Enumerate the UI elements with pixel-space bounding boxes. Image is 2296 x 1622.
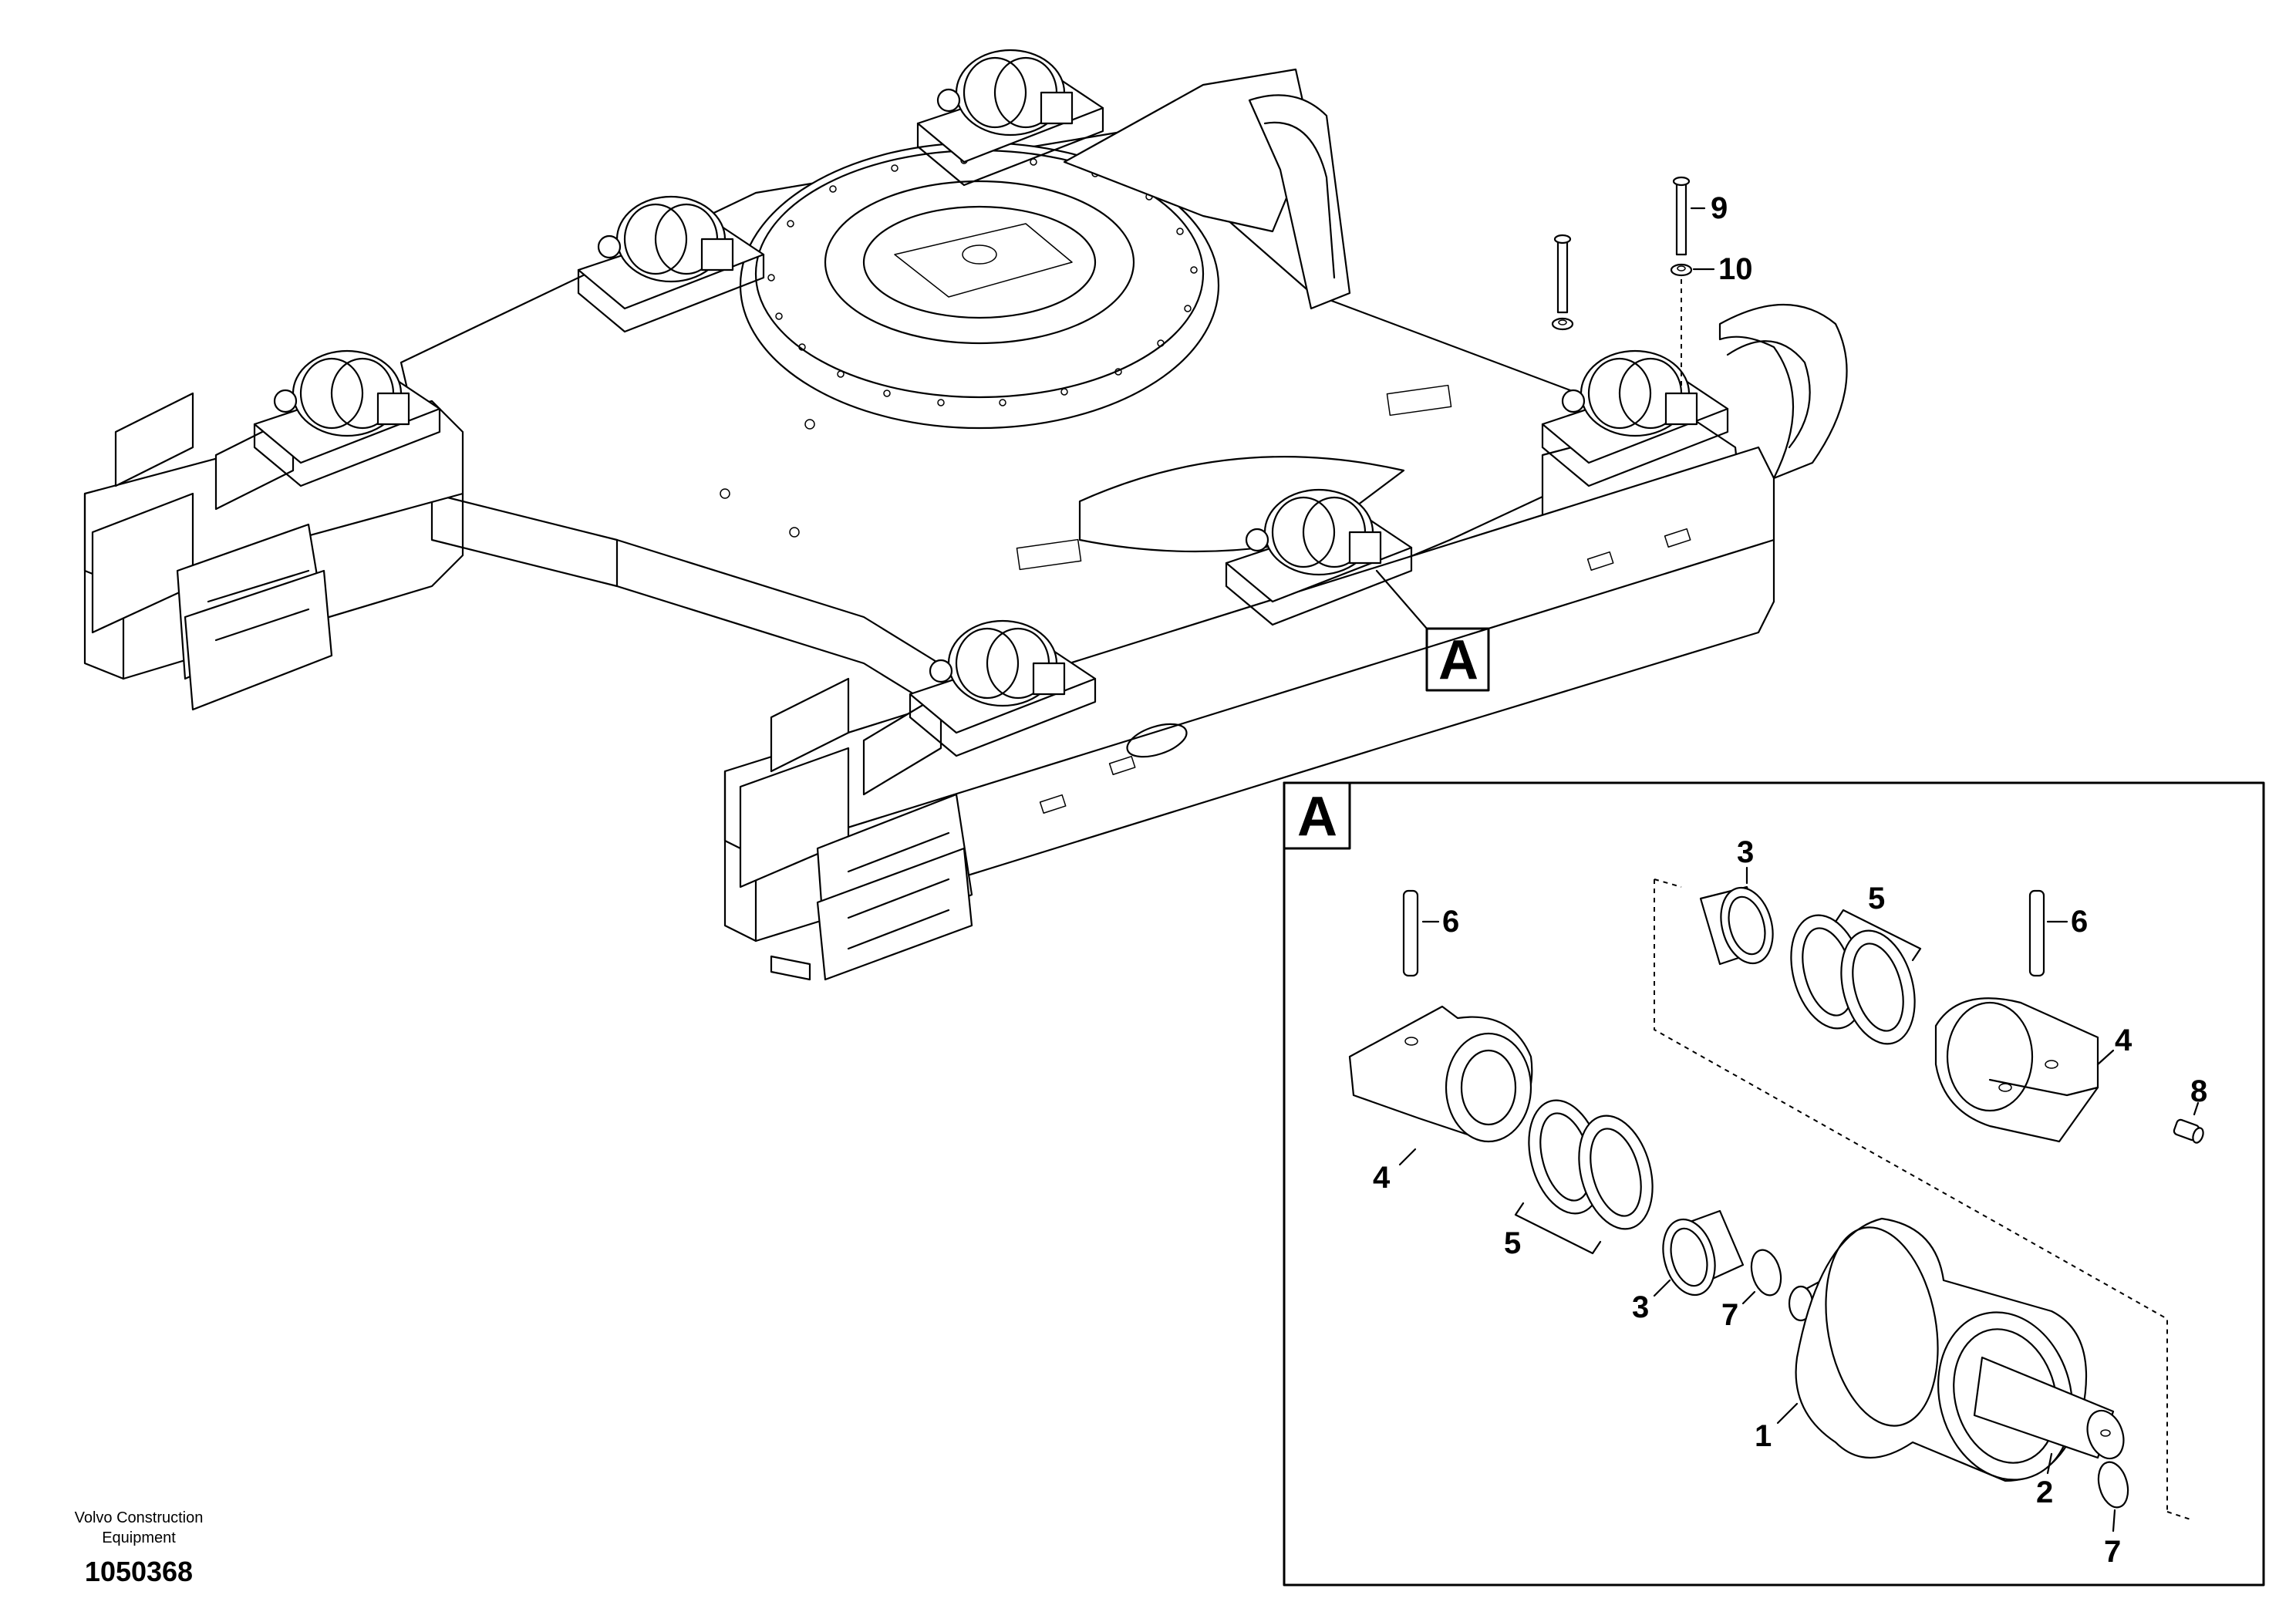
detail-a-box-label: A bbox=[1297, 786, 1337, 848]
carrier-roller-1 bbox=[916, 49, 1104, 187]
seal-5-top bbox=[1790, 909, 1922, 1045]
callout-2: 2 bbox=[2036, 1475, 2053, 1509]
bolt-and-washer-group bbox=[1551, 176, 1715, 389]
detail-a-panel: A bbox=[1283, 781, 2265, 1587]
callout-3-bottom: 3 bbox=[1632, 1290, 1649, 1324]
carrier-roller-3 bbox=[253, 349, 441, 487]
front-track-frame bbox=[723, 446, 1775, 981]
bracket-4-left bbox=[1348, 1005, 1533, 1166]
o-ring-7-left bbox=[1741, 1249, 1782, 1305]
shaft-2 bbox=[1973, 1356, 2125, 1475]
main-callouts: 9 10 A bbox=[1375, 191, 1753, 692]
callout-5-top: 5 bbox=[1868, 882, 1885, 916]
callout-8: 8 bbox=[2190, 1074, 2207, 1108]
callout-9: 9 bbox=[1711, 191, 1728, 225]
carrier-roller-6 bbox=[909, 619, 1097, 757]
carrier-roller-5 bbox=[1225, 488, 1413, 626]
pin-6-right bbox=[2028, 889, 2068, 977]
company-name-line2: Equipment bbox=[102, 1529, 176, 1546]
bushing-3-top bbox=[1699, 866, 1774, 966]
detail-a-marker-box bbox=[1425, 627, 1490, 692]
plug-8 bbox=[2173, 1101, 2204, 1144]
bracket-4-right bbox=[1934, 997, 2115, 1143]
left-track-frame bbox=[83, 392, 464, 711]
track-roller-1 bbox=[1776, 1217, 2088, 1482]
callout-5-bottom: 5 bbox=[1504, 1226, 1521, 1260]
callout-10: 10 bbox=[1718, 252, 1753, 286]
callout-7-right: 7 bbox=[2104, 1535, 2121, 1569]
carrier-roller-4 bbox=[1541, 349, 1729, 487]
footer-block: Volvo Construction Equipment 1050368 bbox=[23, 1508, 255, 1588]
carrier-roller-2 bbox=[577, 195, 765, 333]
callout-7-left: 7 bbox=[1721, 1298, 1738, 1332]
callout-4-left: 4 bbox=[1373, 1161, 1391, 1195]
detail-a-marker-label: A bbox=[1438, 629, 1478, 691]
callout-4-right: 4 bbox=[2115, 1023, 2132, 1057]
callout-6-right: 6 bbox=[2071, 905, 2088, 939]
callout-3-top: 3 bbox=[1737, 835, 1754, 869]
callout-6-left: 6 bbox=[1442, 905, 1459, 939]
callout-1: 1 bbox=[1755, 1419, 1772, 1453]
bushing-3-bottom bbox=[1653, 1209, 1745, 1297]
drawing-number: 1050368 bbox=[84, 1556, 194, 1587]
company-name-line1: Volvo Construction bbox=[74, 1509, 204, 1526]
seal-5-bottom bbox=[1514, 1099, 1654, 1255]
pin-6-left bbox=[1402, 889, 1440, 977]
o-ring-7-right bbox=[2097, 1461, 2129, 1533]
